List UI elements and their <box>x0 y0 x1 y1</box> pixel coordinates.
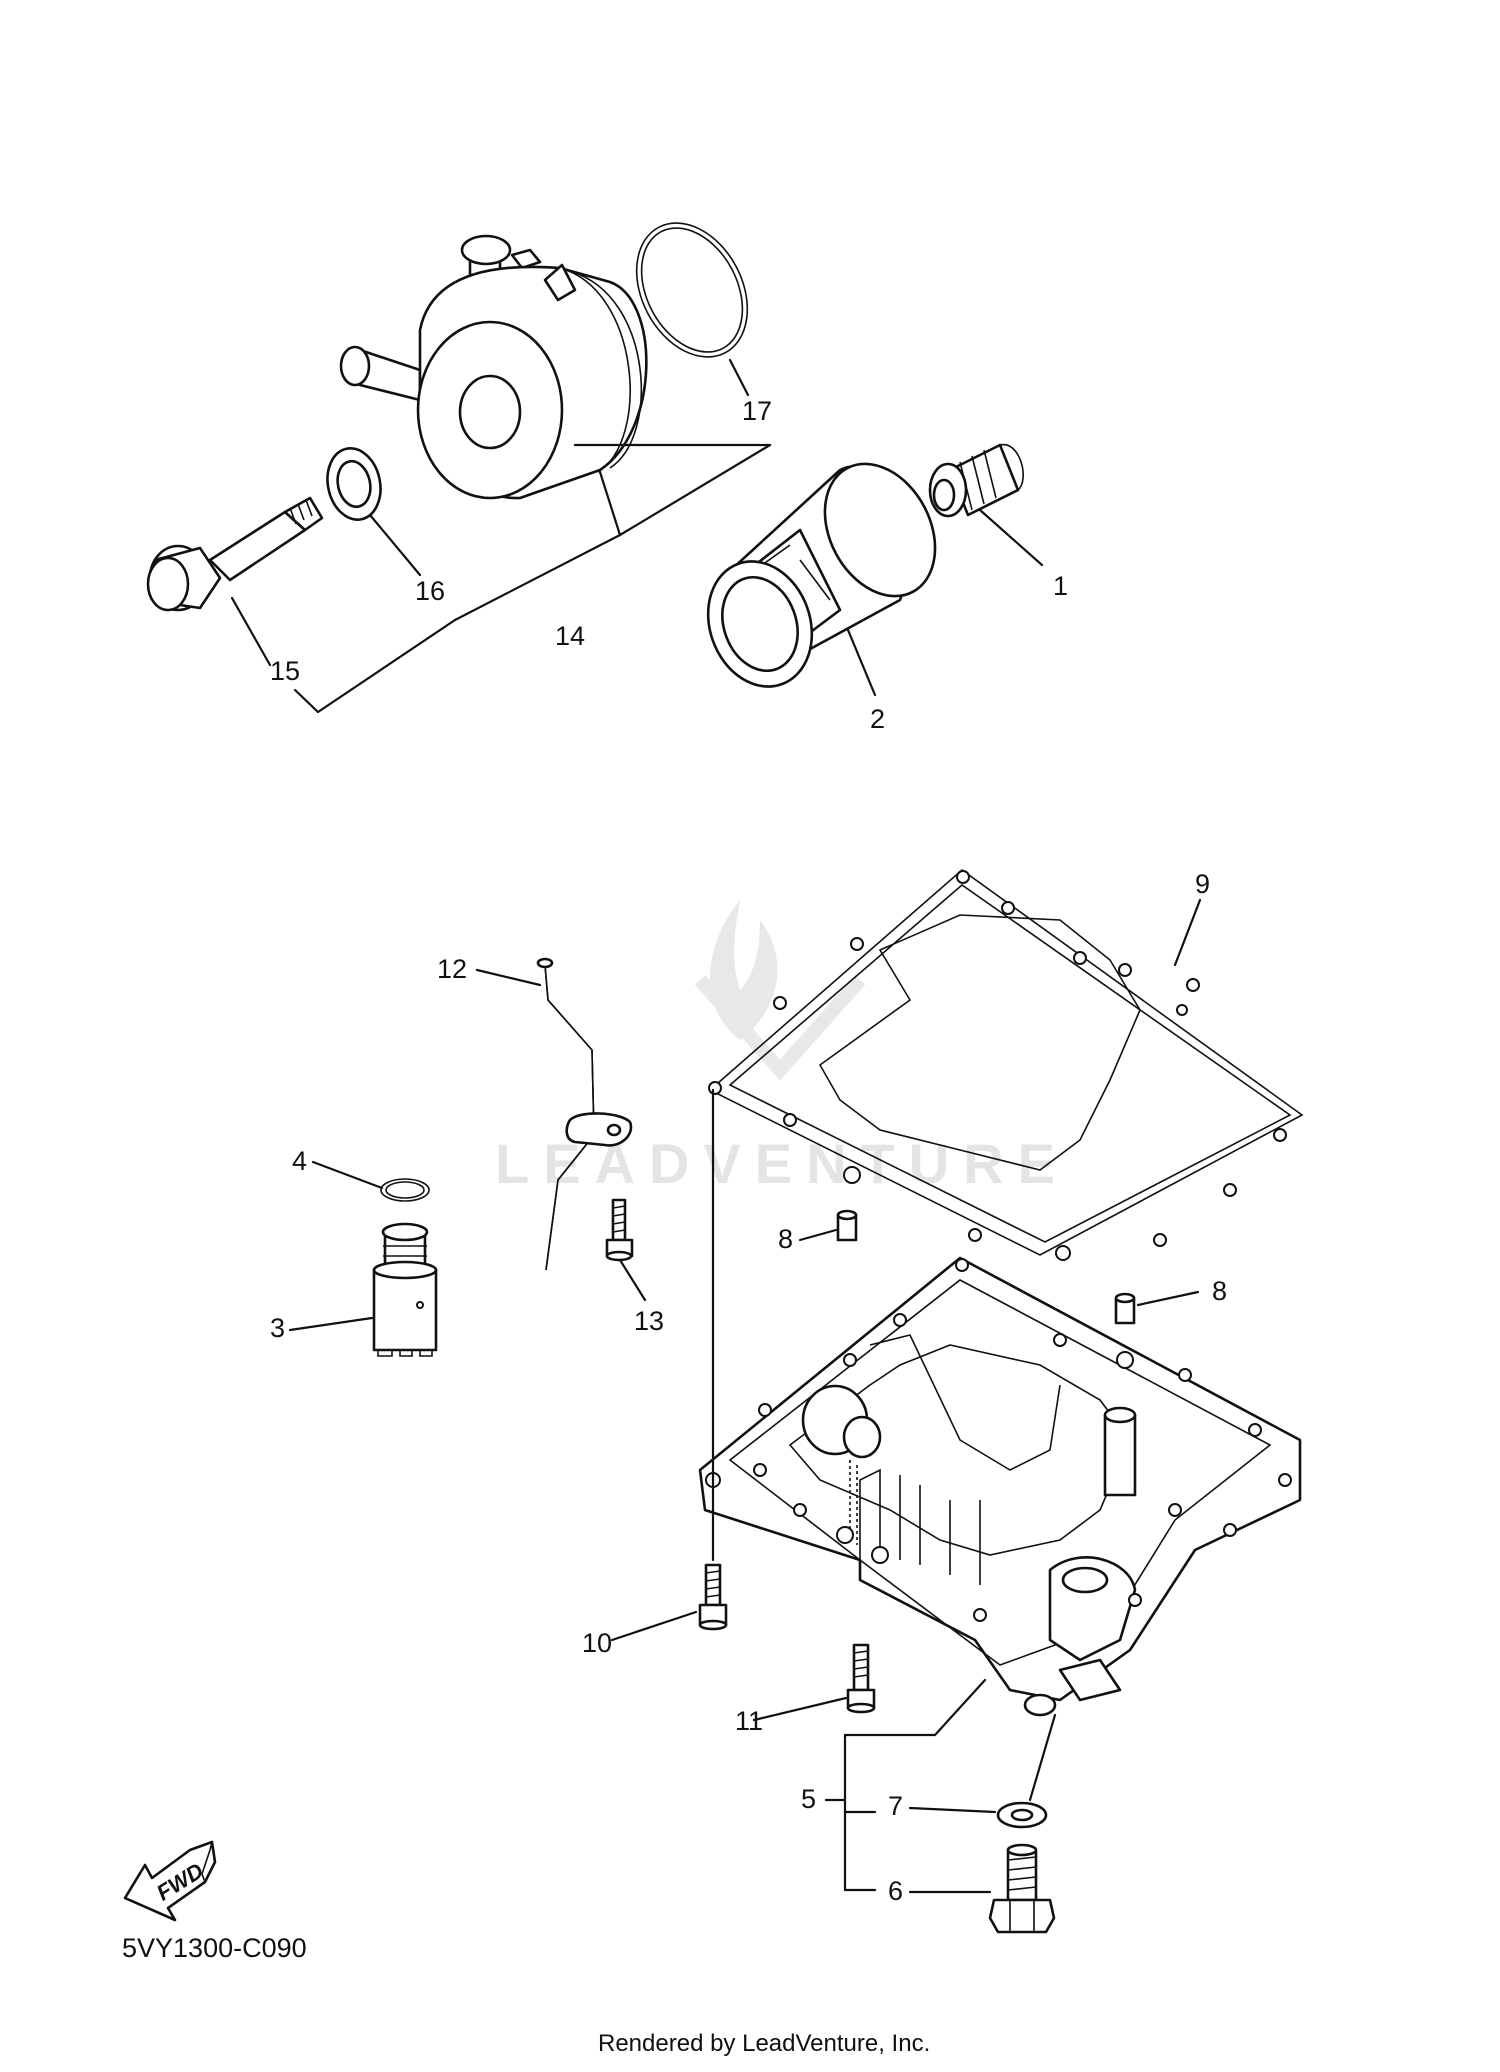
callout-8-right: 8 <box>1212 1276 1227 1306</box>
callout-12: 12 <box>437 954 467 984</box>
part-16-washer <box>326 447 382 521</box>
part-8-dowel-upper <box>836 1209 858 1242</box>
callout-2: 2 <box>870 704 885 734</box>
callout-14: 14 <box>555 621 585 651</box>
rendered-by-credit: Rendered by LeadVenture, Inc. <box>598 2030 930 2057</box>
callout-13: 13 <box>634 1306 664 1336</box>
callout-8-upper: 8 <box>778 1224 793 1254</box>
part-9-gasket <box>708 868 1304 1261</box>
callout-6: 6 <box>888 1876 903 1906</box>
part-7-gasket <box>996 1801 1048 1829</box>
part-6-drain-bolt <box>988 1843 1056 1934</box>
part-1-fitting <box>928 443 1024 518</box>
part-12-pipe <box>536 957 633 1271</box>
part-5-oil-pan <box>698 1256 1302 1717</box>
pan-holes <box>705 1258 1292 1622</box>
part-2-oil-filter <box>706 462 937 688</box>
part-15-union-bolt <box>146 496 324 612</box>
callout-4: 4 <box>292 1146 307 1176</box>
callout-3: 3 <box>270 1313 285 1343</box>
part-14-oil-cooler <box>339 234 648 500</box>
part-3-strainer <box>372 1222 438 1357</box>
callout-5: 5 <box>801 1784 816 1814</box>
callout-15: 15 <box>270 656 300 686</box>
callout-17: 17 <box>742 396 772 426</box>
fwd-arrow: FWD <box>123 1840 217 1922</box>
part-13-bolt <box>605 1198 634 1262</box>
callout-16: 16 <box>415 576 445 606</box>
callout-10: 10 <box>582 1628 612 1658</box>
part-17-o-ring <box>635 222 749 358</box>
part-11-bolt <box>846 1643 876 1714</box>
part-4-o-ring <box>380 1178 430 1202</box>
callout-7: 7 <box>888 1791 903 1821</box>
leader-lines <box>230 358 1202 1894</box>
callout-11: 11 <box>735 1706 763 1736</box>
callout-1: 1 <box>1053 571 1068 601</box>
callout-labels: 1 2 3 4 5 6 7 8 8 9 10 11 12 13 14 15 16… <box>270 396 1227 1906</box>
callout-9: 9 <box>1195 869 1210 899</box>
gasket-holes <box>708 870 1287 1261</box>
part-10-bolt <box>698 1563 728 1631</box>
part-8-dowel-right <box>1114 1292 1136 1325</box>
diagram-code: 5VY1300-C090 <box>122 1933 307 1963</box>
